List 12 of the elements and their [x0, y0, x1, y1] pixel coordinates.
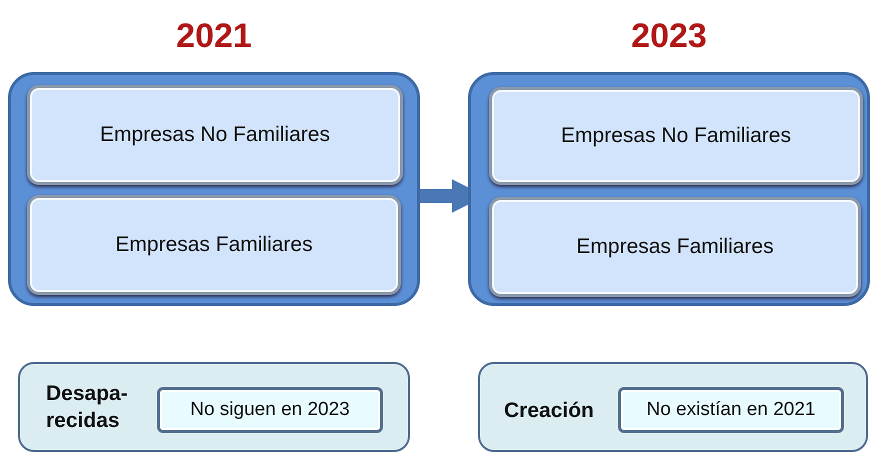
note-field: No existían en 2021 — [618, 387, 844, 433]
note-panel — [18, 362, 410, 452]
note-field: No siguen en 2023 — [157, 387, 383, 433]
note-panel — [478, 362, 868, 452]
category-box: Empresas No Familiares — [489, 87, 863, 185]
category-box: Empresas Familiares — [489, 197, 861, 297]
year-heading: 2021 — [175, 17, 253, 56]
category-box: Empresas Familiares — [27, 195, 401, 295]
note-label: Desapa- recidas — [46, 381, 129, 434]
note-label: Creación — [504, 398, 595, 424]
category-box: Empresas No Familiares — [27, 85, 403, 185]
year-heading: 2023 — [630, 17, 708, 56]
